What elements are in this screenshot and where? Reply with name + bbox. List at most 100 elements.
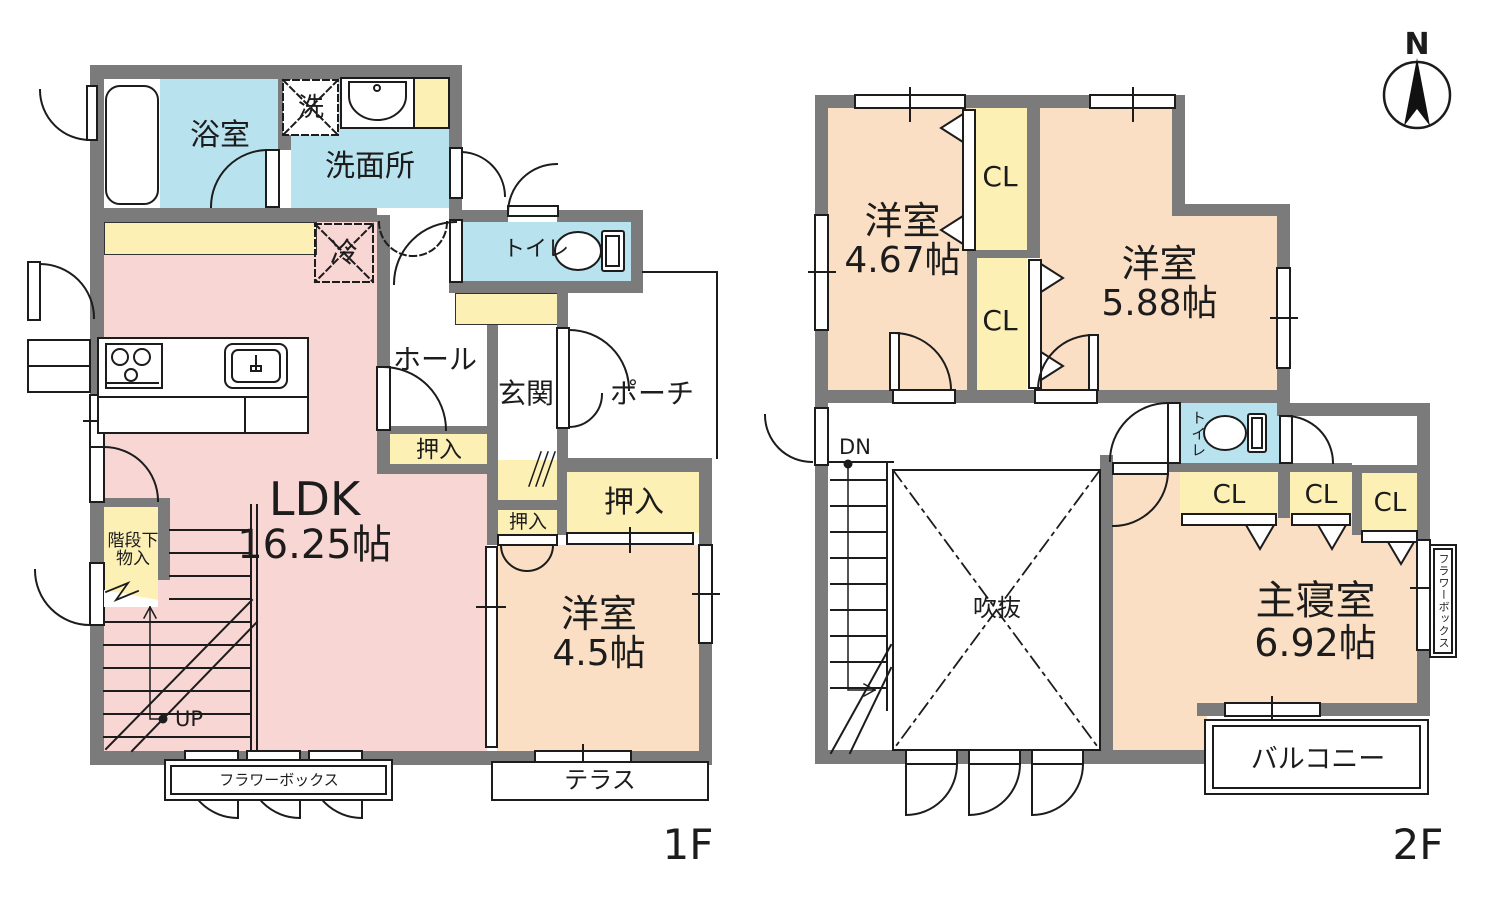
wall: [90, 65, 104, 765]
wall: [1197, 703, 1430, 716]
wall: [1277, 216, 1290, 416]
floor2-label: 2F: [1392, 820, 1444, 870]
room-label-master: 主寝室 6.92帖: [1254, 577, 1377, 666]
wall: [557, 470, 567, 535]
room-label-toilet-1f: トイレ: [502, 237, 569, 263]
wall: [90, 751, 712, 765]
window-arc: [1030, 762, 1085, 817]
wall: [498, 500, 557, 510]
cl3-fill: [1362, 473, 1417, 535]
wall: [458, 210, 508, 222]
wall: [1097, 390, 1290, 403]
wall: [1100, 455, 1113, 750]
dn-path: [847, 466, 876, 691]
flower-box-label-1f: フラワーボックス: [219, 770, 339, 789]
door-arc: [1108, 401, 1170, 463]
cl2-fill: [1290, 472, 1352, 518]
entrance-step-fill: [498, 460, 557, 500]
cl1-label: CL: [1212, 479, 1246, 510]
bathtub-icon: [105, 85, 159, 205]
room-label-fridge: 冷: [329, 235, 358, 269]
room-label-entrance: 玄関: [497, 376, 554, 410]
wall: [815, 95, 1185, 108]
door-arc: [567, 392, 604, 429]
room-label-western467: 洋室 4.67帖: [844, 199, 961, 282]
wall: [967, 250, 1040, 258]
floor1-label: 1F: [662, 820, 714, 870]
wall: [104, 498, 170, 507]
room-label-closet-hall: 押入: [416, 436, 462, 463]
wall: [449, 65, 462, 213]
compass-needle-icon: [1404, 58, 1430, 126]
wall: [1027, 95, 1040, 258]
wall: [1352, 465, 1418, 473]
cl1-fill: [1180, 472, 1278, 518]
up-label: UP: [174, 706, 204, 731]
wall: [1278, 472, 1290, 518]
window-arc: [967, 762, 1022, 817]
cl-top-label: CL: [982, 159, 1018, 193]
window-arc: [33, 568, 92, 627]
room-label-ldk: LDK 16.25帖: [237, 471, 392, 569]
wall: [699, 643, 712, 751]
room-label-closet-large: 押入: [604, 484, 664, 520]
wall: [377, 464, 487, 474]
room-label-bath: 浴室: [190, 117, 250, 153]
wall: [967, 250, 977, 390]
wall: [377, 426, 487, 434]
wall: [449, 281, 643, 293]
porch-outline: [642, 271, 718, 459]
wall: [1172, 204, 1290, 216]
large-closet-fill: [567, 472, 699, 533]
door-arc: [763, 413, 814, 464]
wall: [631, 210, 643, 293]
wall: [90, 208, 377, 222]
room-label-stair-storage: 階段下 物入: [107, 530, 159, 569]
door-arc: [1284, 414, 1335, 465]
room-western588-fill-a: [1040, 108, 1172, 215]
room-label-washroom: 洗面所: [325, 148, 415, 184]
room-label-porch: ポーチ: [609, 376, 694, 410]
wall: [377, 215, 390, 367]
balcony-label: バルコニー: [1250, 744, 1386, 776]
dn-start-dot: [843, 459, 853, 469]
cl-top-fill: [973, 108, 1027, 250]
wall: [815, 95, 828, 763]
room-label-laundry: 洗: [297, 92, 324, 123]
terrace-label: テラス: [564, 766, 636, 795]
window-arc: [904, 762, 959, 817]
wall: [815, 750, 1217, 764]
room-label-hall: ホール: [392, 342, 477, 376]
compass-circle: [1382, 60, 1452, 130]
wall: [557, 283, 568, 330]
wall: [557, 210, 643, 222]
wall: [487, 325, 498, 545]
wall: [1352, 472, 1362, 535]
wall: [1168, 463, 1352, 472]
wall: [1277, 403, 1430, 416]
flower-box-label-2f: フラワーボックス: [1436, 553, 1450, 649]
room-label-western588: 洋室 5.88帖: [1101, 242, 1218, 325]
wall: [377, 430, 390, 474]
door-arc: [38, 262, 96, 320]
door-arc: [392, 220, 458, 286]
door-arc: [506, 162, 559, 215]
wall: [557, 458, 712, 472]
wall: [815, 390, 893, 403]
kitchen-counter-fill: [104, 222, 317, 255]
wall: [158, 505, 170, 580]
room-ldk-fill-b: [377, 474, 487, 751]
void-label: 吹抜: [973, 594, 1021, 623]
dn-label: DN: [839, 434, 871, 459]
cl-bottom-label: CL: [982, 303, 1018, 337]
wall: [1172, 95, 1185, 216]
compass-north-label: N: [1404, 26, 1430, 62]
cl2-label: CL: [1304, 479, 1338, 510]
room-label-western-1f: 洋室 4.5帖: [552, 592, 646, 675]
wall: [955, 390, 1037, 403]
room-western1f-fill: [497, 545, 699, 751]
door-arc: [381, 365, 448, 432]
door-arc: [411, 220, 449, 258]
window-arc: [38, 88, 92, 142]
